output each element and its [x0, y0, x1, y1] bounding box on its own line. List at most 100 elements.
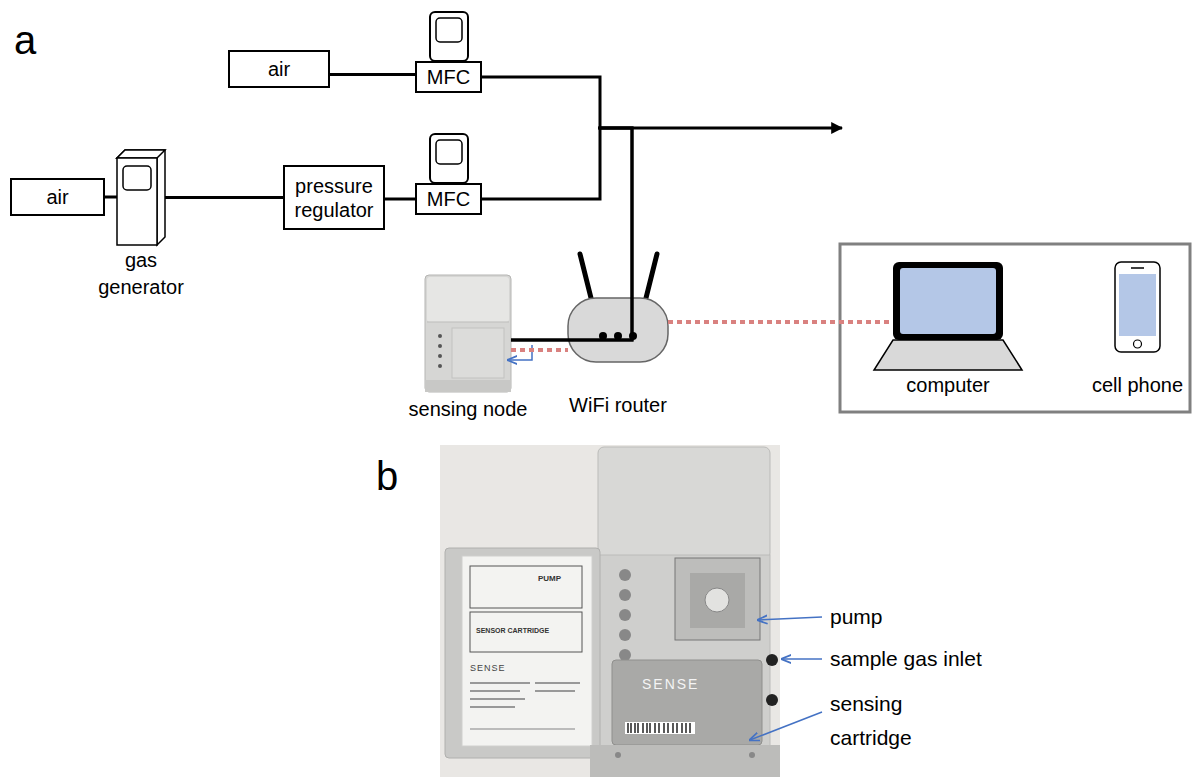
device-photo	[535, 690, 575, 692]
device-photo	[470, 706, 515, 708]
device-photo	[619, 569, 631, 581]
device-print: SENSOR CARTRIDGE	[476, 627, 549, 635]
device-photo	[675, 558, 760, 640]
leader-arrow	[750, 712, 822, 740]
device-photo	[598, 447, 770, 559]
device-photo	[470, 698, 525, 700]
laptop-icon	[874, 262, 1022, 370]
gas-generator: gas generator	[117, 150, 165, 245]
laptop-icon	[893, 262, 1003, 340]
device-print: SENSE	[470, 663, 506, 674]
device-photo	[445, 548, 600, 758]
part-name: pump	[830, 604, 883, 629]
device-photo	[705, 588, 729, 612]
node-label: MFC	[427, 65, 470, 89]
device-photo	[440, 445, 780, 777]
leader-arrow	[758, 617, 822, 620]
device-photo	[619, 629, 631, 641]
wifi-router-icon	[580, 254, 592, 302]
gas-line	[385, 198, 415, 201]
wifi-router: WiFi router	[568, 298, 668, 362]
mfc-display	[430, 134, 468, 183]
device-photo	[749, 752, 755, 758]
phone-icon	[1131, 267, 1144, 269]
device-photo	[470, 690, 520, 692]
sensing-node-photo	[425, 275, 511, 392]
device-photo	[590, 745, 780, 777]
device-photo	[598, 555, 770, 750]
source-box: air	[228, 50, 330, 88]
leader-arrow	[782, 658, 822, 660]
device-photo	[628, 723, 690, 733]
gas-line	[330, 73, 415, 76]
phone-icon	[1115, 262, 1160, 352]
device-photo	[766, 694, 778, 706]
wifi-router-icon	[568, 298, 668, 362]
device-photo	[619, 649, 631, 661]
sensing-node-photo	[438, 354, 442, 358]
device-photo	[766, 654, 778, 666]
gas-line	[165, 196, 283, 199]
source-box: air	[10, 178, 105, 216]
device-print: SENSE	[642, 676, 699, 693]
device-photo	[612, 660, 762, 745]
sensing-node-photo	[452, 328, 504, 378]
sensing-node-photo	[425, 380, 511, 392]
mfc-display	[436, 140, 462, 164]
phone-icon	[1115, 262, 1160, 352]
wireless-link	[511, 348, 568, 352]
node-label: WiFi router	[569, 393, 667, 417]
node-label: air	[46, 185, 68, 209]
client-group-frame	[840, 244, 1190, 412]
mfc-box: MFC	[415, 183, 482, 215]
part-name: sample gas inlet	[830, 646, 982, 671]
device-print: PUMP	[538, 574, 561, 584]
mfc-display	[430, 12, 468, 61]
device-photo	[690, 573, 745, 628]
inlet-flow-arrow	[508, 345, 532, 360]
device-photo	[615, 752, 621, 758]
part-name: sensing cartridge	[830, 687, 940, 754]
gas-generator-icon	[117, 150, 165, 245]
node-label: air	[268, 57, 290, 81]
gas-generator-icon	[117, 150, 165, 158]
device-photo	[470, 566, 582, 608]
leader-arrow	[750, 617, 822, 740]
gas-line	[482, 128, 632, 340]
mfc-display	[430, 134, 468, 183]
wifi-router-icon	[568, 254, 668, 362]
device-photo	[619, 609, 631, 621]
sensing-node-photo	[425, 275, 511, 392]
regulator-box: pressure regulator	[283, 165, 385, 230]
device-photo	[619, 589, 631, 601]
mfc-display	[436, 18, 462, 42]
wifi-router-icon	[645, 254, 657, 302]
mfc-box: MFC	[415, 61, 482, 93]
sensing-node-photo	[438, 364, 442, 368]
node-label: cell phone	[1092, 373, 1183, 397]
panel-letter: b	[376, 452, 398, 500]
laptop-icon	[900, 268, 996, 334]
gas-generator-icon	[117, 158, 157, 245]
gas-generator-icon	[123, 166, 151, 190]
gas-line	[105, 196, 117, 199]
node-label: sensing node	[409, 397, 528, 421]
sensing-node-photo	[438, 334, 442, 338]
laptop-icon	[874, 340, 1022, 370]
node-label: pressure regulator	[289, 174, 379, 222]
node-label: MFC	[427, 187, 470, 211]
computer: computer	[893, 262, 1003, 370]
device-photo	[535, 682, 580, 684]
device-photo	[462, 556, 592, 746]
device-photo	[625, 722, 695, 734]
sensing-node-photo	[427, 322, 509, 323]
phone-icon	[1119, 274, 1156, 336]
mfc-display	[430, 12, 468, 61]
panel-letter: a	[14, 16, 36, 64]
device-photo	[470, 612, 582, 652]
gas-line	[482, 77, 632, 340]
sensing-node-photo	[427, 277, 509, 322]
